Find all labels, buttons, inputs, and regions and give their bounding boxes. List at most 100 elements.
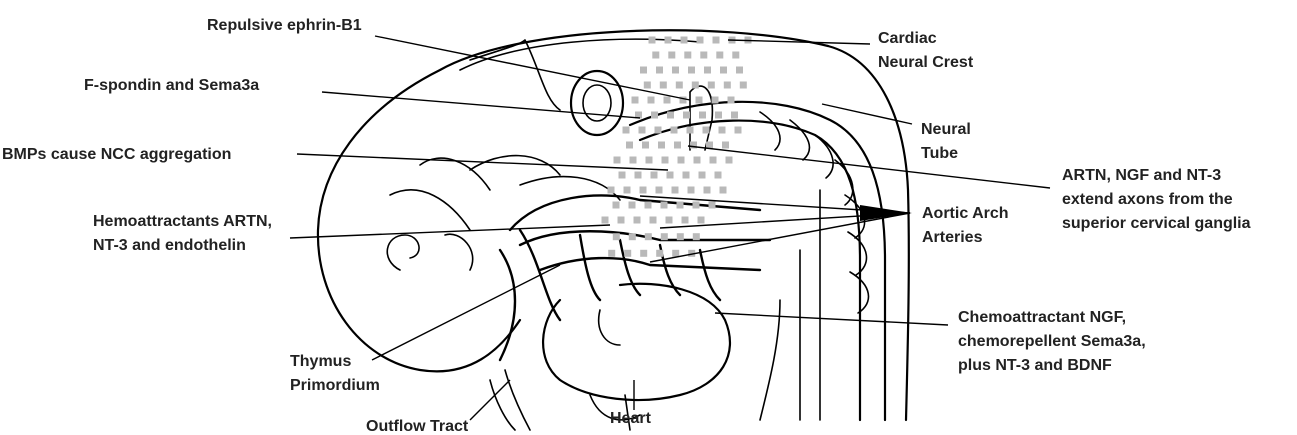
neural-crest-dot [645,233,652,240]
neural-crest-dot [677,202,684,209]
neural-crest-dot [646,157,653,164]
neural-crest-dot [639,127,646,134]
neural-crest-dot [681,37,688,44]
neural-crest-dot [656,250,663,257]
neural-crest-dot [656,187,663,194]
neural-crest-dot [731,112,738,119]
neural-crest-dot [629,202,636,209]
label-artn-line1: ARTN, NGF and NT-3 [1062,167,1221,184]
neural-crest-dot [740,82,747,89]
neural-crest-dot [704,187,711,194]
neural-crest-dot [688,67,695,74]
neural-crest-dot [608,250,615,257]
neural-crest-dot [618,217,625,224]
neural-crest-dot [703,127,710,134]
neural-crest-dot [655,127,662,134]
neural-crest-dot [648,97,655,104]
labels: Repulsive ephrin-B1 F-spondin and Sema3a… [2,17,1251,435]
neural-crest-dot [682,217,689,224]
neural-crest-dot [692,82,699,89]
neural-crest-dot [715,112,722,119]
neural-crest-dot [719,127,726,134]
neural-crest-dot [728,97,735,104]
neural-crest-dot [708,82,715,89]
neural-crest-dot [613,202,620,209]
neural-crest-dot [724,82,731,89]
neural-crest-dot [677,233,684,240]
neural-crest-dot [671,127,678,134]
label-f-spondin: F-spondin and Sema3a [84,77,259,94]
neural-crest-dot [614,157,621,164]
neural-crest-dot [699,112,706,119]
label-hemoattractants-line2: NT-3 and endothelin [93,237,246,254]
neural-crest-dot [698,217,705,224]
label-cardiac-line2: Neural Crest [878,54,974,71]
aortic-arrowhead [860,205,912,221]
leader-artn [688,146,1050,188]
neural-crest-dot [704,67,711,74]
heart-shape [490,284,730,430]
label-chemo-line3: plus NT-3 and BDNF [958,357,1112,374]
neural-crest-dot [736,67,743,74]
neural-crest-dot [683,172,690,179]
neural-crest-dot [661,202,668,209]
neural-crest-dot [652,52,659,59]
neural-crest-dot [688,187,695,194]
label-cardiac-line1: Cardiac [878,30,937,47]
leader-lines [290,36,1050,420]
neural-crest-dot [608,187,615,194]
neural-crest-dot [668,52,675,59]
neural-crest-dot [710,157,717,164]
neural-crest-dot [632,97,639,104]
neural-crest-dot [624,187,631,194]
neural-tube-shape [630,102,885,420]
neural-crest-dot [619,172,626,179]
neural-crest-dot [624,250,631,257]
neural-crest-dot [672,250,679,257]
neural-crest-dot [640,187,647,194]
leader-thymus [372,265,560,360]
label-aortic-line2: Arteries [922,229,983,246]
label-neural-tube-line2: Tube [921,145,958,162]
neural-crest-dot [626,142,633,149]
neural-crest-dot [623,127,630,134]
neural-crest-dot [649,37,656,44]
neural-crest-dot [665,37,672,44]
neural-crest-dot [687,127,694,134]
neural-crest-dot [720,67,727,74]
label-artn-line2: extend axons from the [1062,191,1233,208]
neural-crest-dot [715,172,722,179]
neural-crest-dot [694,157,701,164]
neural-crest-dot [650,217,657,224]
neural-crest-dot [735,127,742,134]
neural-crest-dot [693,202,700,209]
label-artn-line3: superior cervical ganglia [1062,215,1251,232]
neural-crest-dot [642,142,649,149]
neural-crest-dot [651,172,658,179]
label-heart: Heart [610,410,652,427]
neural-crest-dot [634,217,641,224]
neural-crest-dot [660,82,667,89]
neural-crest-dot [667,112,674,119]
neural-crest-dot [644,82,651,89]
neural-crest-dot [726,157,733,164]
neural-crest-dot [662,157,669,164]
label-chemo-line1: Chemoattractant NGF, [958,309,1126,326]
neural-crest-dot [630,157,637,164]
neural-crest-dot [658,142,665,149]
neural-crest-dot [651,112,658,119]
label-repulsive-ephrin: Repulsive ephrin-B1 [207,17,362,34]
neural-crest-dot [693,233,700,240]
neural-crest-dot [640,250,647,257]
leader-bmps [297,154,668,170]
leader-neural-tube [822,104,912,124]
label-hemoattractants-line1: Hemoattractants ARTN, [93,213,272,230]
neural-crest-dot [656,67,663,74]
leader-f-spondin [322,92,640,118]
label-neural-tube-line1: Neural [921,121,971,138]
neural-crest-dot [613,233,620,240]
leader-chemo [715,313,948,325]
neural-crest-dot [678,157,685,164]
neural-crest-dot [640,67,647,74]
